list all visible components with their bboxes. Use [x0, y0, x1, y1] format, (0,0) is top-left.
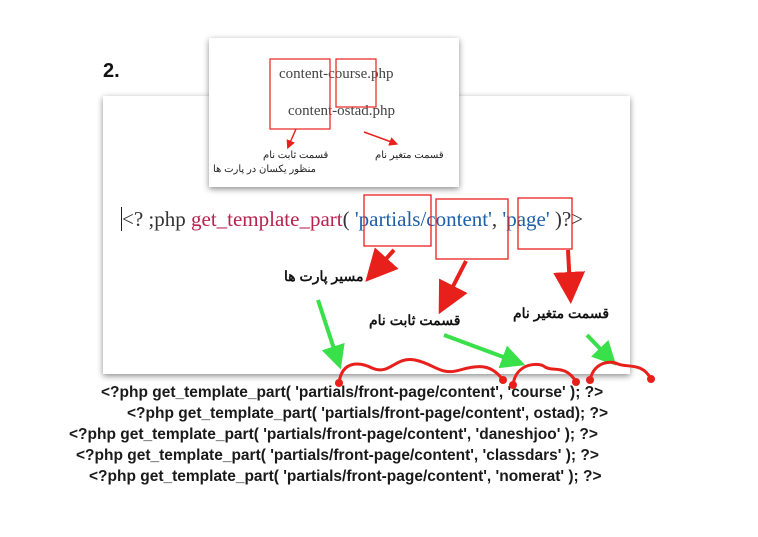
inset-variable-label: قسمت متغیر نام — [375, 150, 444, 161]
example-line-classdars: <?php get_template_part( 'partials/front… — [76, 447, 599, 464]
path-brace-end-dot — [499, 376, 507, 384]
filename-course: content-course.php — [279, 66, 394, 82]
example-line-daneshjoo: <?php get_template_part( 'partials/front… — [69, 426, 598, 443]
inset-fixed-label-line1: قسمت ثابت نام — [263, 150, 329, 161]
example-line-ostad: <?php get_template_part( 'partials/front… — [127, 405, 609, 422]
variable-brace-end-dot — [647, 375, 655, 383]
function-name: get_template_part — [191, 207, 343, 231]
variable-part: 'page' — [502, 207, 550, 231]
path-part: 'partials/ — [354, 207, 427, 231]
example-line-nomerat: <?php get_template_part( 'partials/front… — [89, 468, 602, 485]
code-suffix: )?> — [549, 207, 584, 231]
inset-filenames-card: content-course.php content-ostad.php قسم… — [209, 38, 459, 187]
example-line-course: <?php get_template_part( 'partials/front… — [101, 384, 604, 401]
open-paren: ( — [342, 207, 355, 231]
argument-separator: , — [491, 207, 503, 231]
variable-brace-start-dot — [586, 376, 594, 384]
path-label: مسیر پارت ها — [284, 268, 364, 284]
inset-fixed-label-line2: منظور یکسان در پارت ها — [213, 164, 316, 175]
step-number: 2. — [103, 60, 120, 82]
name-part: content' — [426, 207, 492, 231]
fixed-name-label: قسمت ثابت نام — [369, 312, 461, 328]
filename-ostad: content-ostad.php — [288, 103, 396, 119]
code-prefix: <? ;php — [122, 207, 186, 231]
main-code-line: <? ;php get_template_part( 'partials/con… — [121, 207, 583, 232]
variable-name-label: قسمت متغیر نام — [513, 305, 610, 321]
